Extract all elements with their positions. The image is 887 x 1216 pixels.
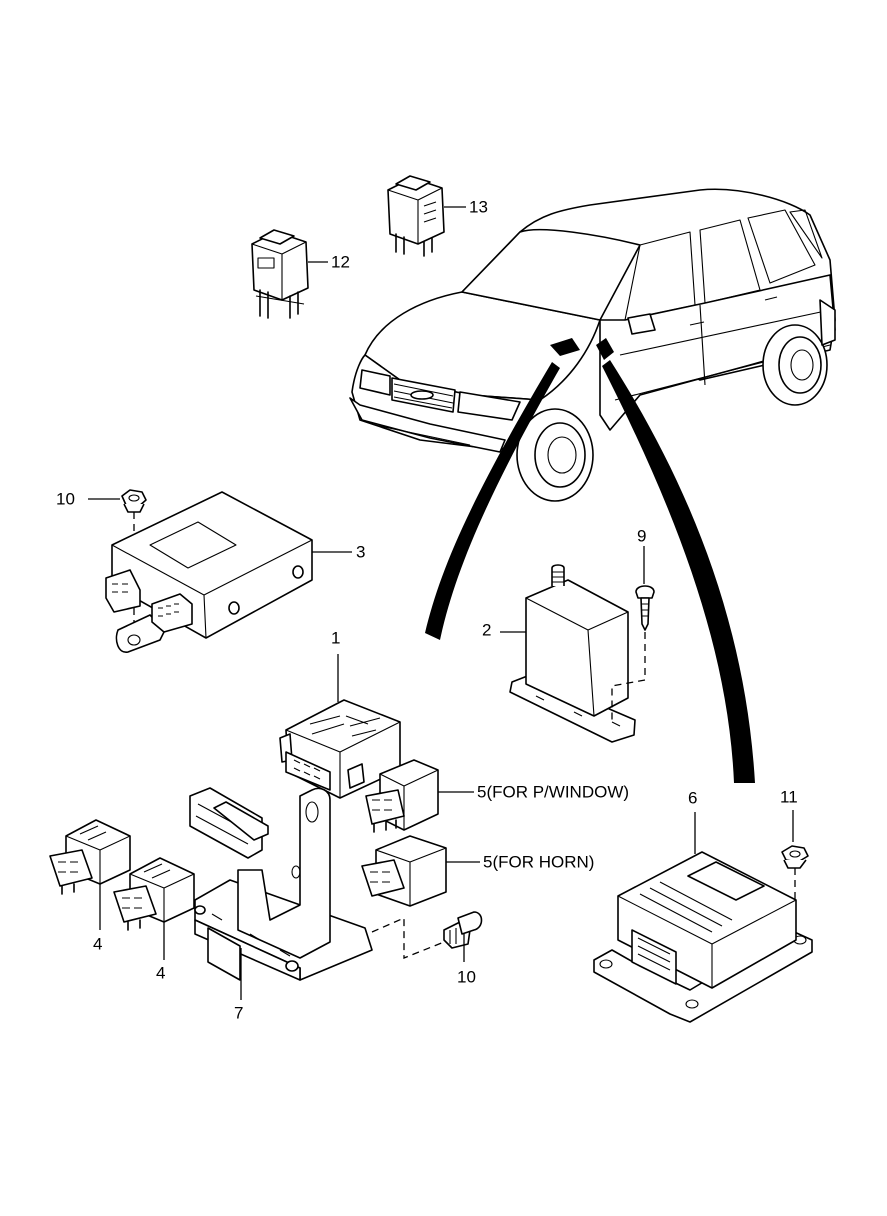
- nut-11: [781, 845, 809, 869]
- callout-12: 12: [331, 253, 350, 272]
- relay-13: [387, 175, 445, 257]
- callout-10: 10: [56, 490, 75, 509]
- control-module-6: [593, 851, 813, 1023]
- relay-12: [251, 229, 309, 319]
- callout-4-left: 4: [93, 935, 102, 954]
- location-pointer-right: [602, 360, 755, 783]
- relay-4-left: [49, 819, 131, 895]
- callout-1: 1: [331, 629, 340, 648]
- callout-5-horn: 5(FOR HORN): [483, 853, 594, 872]
- callout-9: 10: [457, 968, 476, 987]
- unit-2: [509, 564, 636, 743]
- callout-11: 11: [780, 788, 798, 807]
- bracket-7: [189, 787, 373, 981]
- relay-5-horn: [361, 835, 447, 907]
- callout-3: 3: [356, 543, 365, 562]
- nut-10: [121, 489, 147, 513]
- bolt-9: [443, 911, 483, 949]
- callout-8: 9: [637, 527, 646, 546]
- location-pointer-left: [425, 362, 560, 640]
- vehicle-suv: [349, 188, 836, 502]
- callout-4-right: 4: [156, 964, 165, 983]
- callout-13: 13: [469, 198, 488, 217]
- control-unit-3: [105, 491, 313, 653]
- callout-6: 6: [688, 789, 697, 808]
- callout-2: 2: [482, 621, 491, 640]
- relay-4-right: [113, 857, 195, 931]
- screw-8: [635, 585, 655, 631]
- callout-7: 7: [234, 1004, 243, 1023]
- relay-1: [279, 699, 401, 799]
- callout-5-power-window: 5(FOR P/WINDOW): [477, 783, 629, 802]
- relay-5-power-window: [365, 759, 439, 833]
